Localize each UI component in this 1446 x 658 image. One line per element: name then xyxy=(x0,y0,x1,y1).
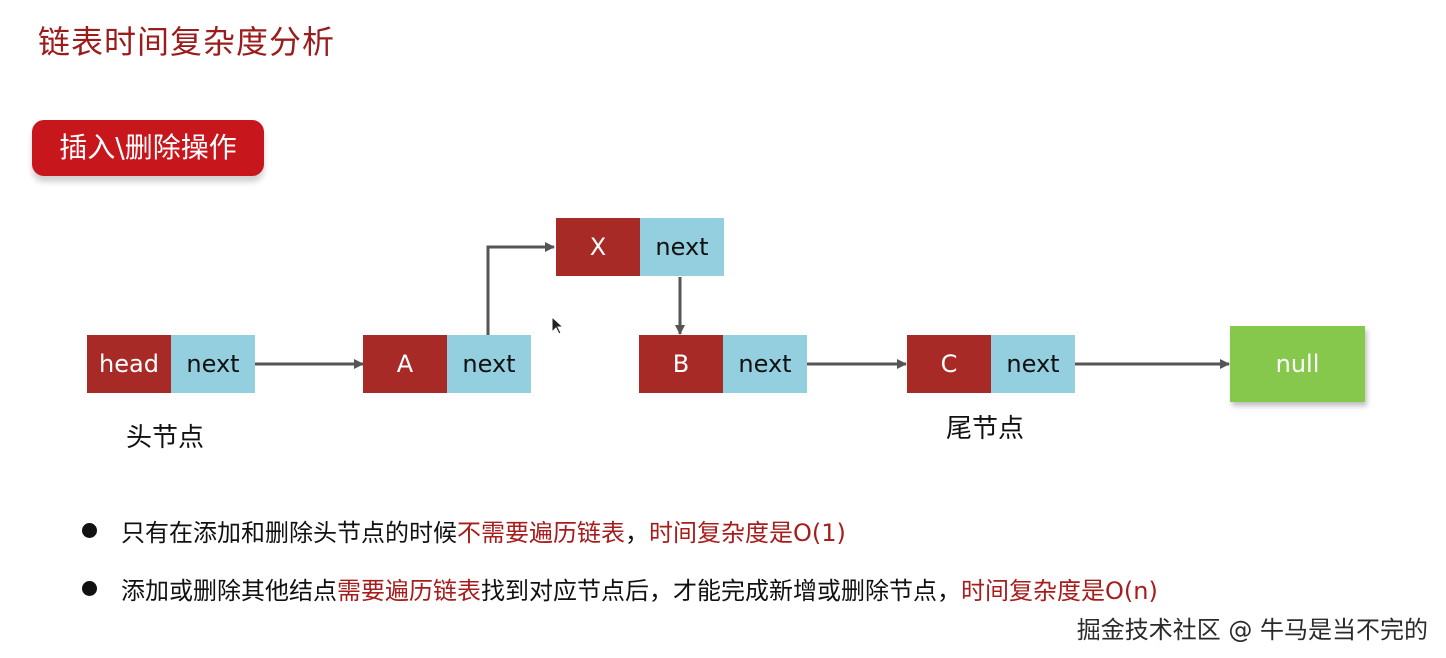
mouse-pointer-icon xyxy=(551,316,565,335)
bullet-item: 只有在添加和删除头节点的时候不需要遍历链表，时间复杂度是O(1) xyxy=(82,508,1282,552)
node-b-data: B xyxy=(639,335,723,393)
head-node-caption: 头节点 xyxy=(126,423,205,453)
bullet-dot-icon xyxy=(82,580,97,596)
bullet-middle: ， xyxy=(625,518,649,547)
bullet-highlight: 不需要遍历链表 xyxy=(457,518,625,547)
bullet-prefix: 只有在添加和删除头节点的时候 xyxy=(121,518,457,547)
node-null: null xyxy=(1230,326,1365,402)
bullet-text: 只有在添加和删除头节点的时候不需要遍历链表，时间复杂度是O(1) xyxy=(121,513,846,548)
watermark: 掘金技术社区 @ 牛马是当不完的 xyxy=(1076,616,1428,644)
node-b: B next xyxy=(639,335,807,393)
node-x-data: X xyxy=(556,218,640,276)
bullet-list: 只有在添加和删除头节点的时候不需要遍历链表，时间复杂度是O(1) 添加或删除其他… xyxy=(82,508,1282,624)
page-title: 链表时间复杂度分析 xyxy=(38,23,336,61)
node-head-next: next xyxy=(171,335,255,393)
node-x-next: next xyxy=(640,218,724,276)
bullet-item: 添加或删除其他结点需要遍历链表找到对应节点后，才能完成新增或删除节点，时间复杂度… xyxy=(82,566,1282,610)
bullet-complexity: 时间复杂度是O(1) xyxy=(649,518,846,547)
node-x: X next xyxy=(556,218,724,276)
bullet-complexity: 时间复杂度是O(n) xyxy=(961,576,1158,605)
bullet-dot-icon xyxy=(82,522,97,538)
node-a-data: A xyxy=(363,335,447,393)
node-a-next: next xyxy=(447,335,531,393)
arrow-a-to-x xyxy=(486,242,555,335)
node-a: A next xyxy=(363,335,531,393)
bullet-middle: 找到对应节点后，才能完成新增或删除节点， xyxy=(481,576,961,605)
bullet-text: 添加或删除其他结点需要遍历链表找到对应节点后，才能完成新增或删除节点，时间复杂度… xyxy=(121,571,1158,606)
tail-node-caption: 尾节点 xyxy=(946,414,1025,444)
node-b-next: next xyxy=(723,335,807,393)
node-c-data: C xyxy=(907,335,991,393)
section-badge: 插入\删除操作 xyxy=(32,120,264,176)
node-c-next: next xyxy=(991,335,1075,393)
node-head: head next xyxy=(87,335,255,393)
bullet-prefix: 添加或删除其他结点 xyxy=(121,576,337,605)
node-head-data: head xyxy=(87,335,171,393)
bullet-highlight: 需要遍历链表 xyxy=(337,576,481,605)
node-c: C next xyxy=(907,335,1075,393)
